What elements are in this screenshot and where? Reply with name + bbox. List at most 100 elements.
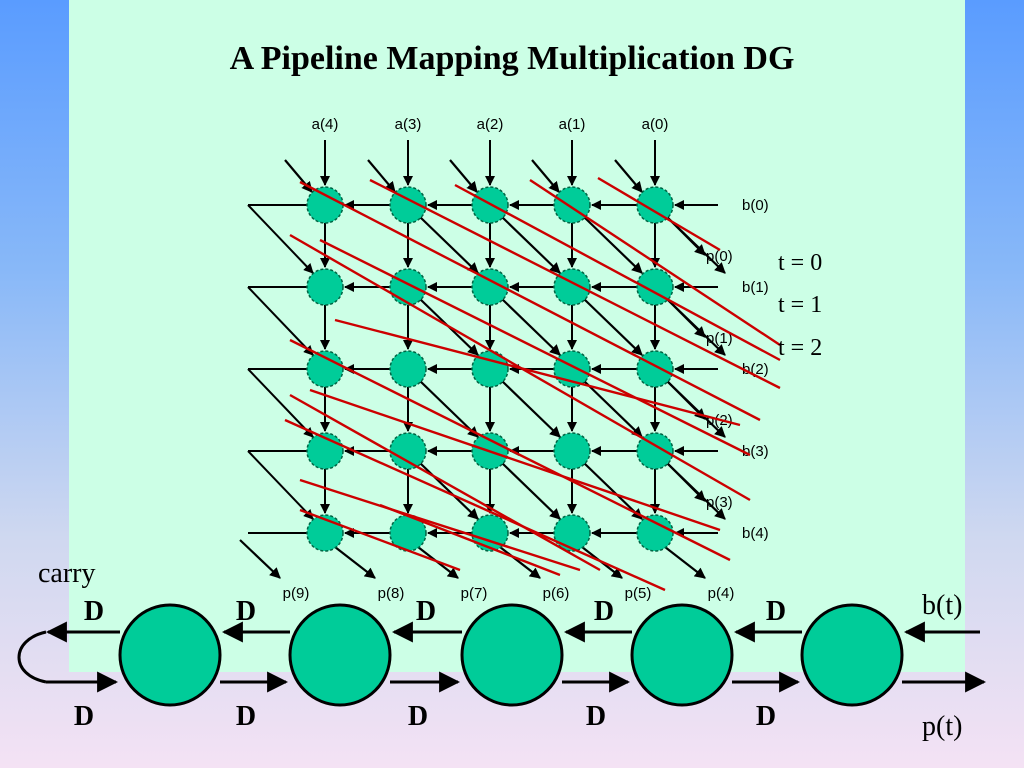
time-cut-line bbox=[369, 178, 781, 390]
dg-node bbox=[636, 432, 674, 470]
p-label: p(4) bbox=[708, 585, 735, 602]
delay-label-upper: D bbox=[594, 596, 614, 627]
delay-label-upper: D bbox=[236, 596, 256, 627]
carry-wrap-edge bbox=[247, 204, 314, 274]
delay-label-upper: D bbox=[84, 596, 104, 627]
p-output-arrow bbox=[666, 298, 706, 338]
diagonal-edge bbox=[501, 216, 561, 274]
pipeline-processor bbox=[288, 603, 392, 707]
dg-node bbox=[553, 432, 591, 470]
time-cut-line bbox=[454, 183, 781, 362]
a-label: a(4) bbox=[312, 116, 339, 133]
diagonal-edge bbox=[583, 380, 643, 438]
b-input-label: b(t) bbox=[922, 590, 962, 621]
p-label: p(1) bbox=[706, 330, 733, 347]
dg-node bbox=[389, 350, 427, 388]
delay-label-lower: D bbox=[236, 701, 256, 732]
dg-node bbox=[306, 268, 344, 306]
a-label: a(1) bbox=[559, 116, 586, 133]
time-label: t = 2 bbox=[778, 335, 822, 361]
b-label: b(0) bbox=[742, 197, 769, 214]
pipeline-processor bbox=[460, 603, 564, 707]
p-label: p(6) bbox=[543, 585, 570, 602]
dg-node bbox=[636, 186, 674, 224]
pipeline-processor bbox=[800, 603, 904, 707]
diagonal-edge bbox=[419, 216, 479, 274]
carry-label: carry bbox=[38, 558, 96, 589]
diagonal-edge bbox=[419, 380, 479, 438]
dg-node bbox=[471, 268, 509, 306]
carry-wrap-edge bbox=[247, 368, 314, 438]
pipeline-processor bbox=[630, 603, 734, 707]
p-output-arrow bbox=[334, 546, 376, 579]
p-output-arrow bbox=[239, 539, 281, 579]
diagonal-edge bbox=[583, 462, 643, 520]
dg-node bbox=[306, 350, 344, 388]
p-output-arrow bbox=[499, 546, 541, 579]
p-label: p(9) bbox=[283, 585, 310, 602]
time-cut-line bbox=[289, 393, 601, 572]
b-label: b(3) bbox=[742, 443, 769, 460]
delay-label-upper: D bbox=[766, 596, 786, 627]
diagonal-edge bbox=[583, 216, 643, 274]
time-cut-line bbox=[299, 478, 581, 572]
time-cut-line bbox=[334, 318, 741, 427]
dg-node bbox=[306, 186, 344, 224]
time-cut-line bbox=[529, 178, 781, 347]
p-output-arrow bbox=[666, 462, 706, 502]
delay-label-lower: D bbox=[74, 701, 94, 732]
time-cut-line bbox=[319, 238, 751, 457]
diagonal-edge bbox=[583, 298, 643, 356]
time-label: t = 0 bbox=[778, 250, 822, 276]
diagonal-input-arrow bbox=[449, 159, 478, 193]
diagonal-input-arrow bbox=[367, 159, 396, 193]
p-output-arrow bbox=[664, 546, 706, 579]
a-label: a(0) bbox=[642, 116, 669, 133]
carry-wrap-edge bbox=[247, 286, 314, 356]
diagonal-input-arrow bbox=[531, 159, 560, 193]
slide-title: A Pipeline Mapping Multiplication DG bbox=[229, 40, 795, 77]
diagonal-edge bbox=[501, 462, 561, 520]
carry-loop bbox=[17, 630, 47, 684]
dg-node bbox=[636, 268, 674, 306]
diagonal-input-arrow bbox=[614, 159, 643, 193]
dg-node bbox=[553, 186, 591, 224]
carry-wrap-edge bbox=[247, 450, 314, 520]
time-cut-line bbox=[299, 508, 461, 572]
dg-node bbox=[553, 514, 591, 552]
dg-node bbox=[471, 514, 509, 552]
p-label: p(0) bbox=[706, 248, 733, 265]
dg-node bbox=[389, 514, 427, 552]
time-cut-line bbox=[379, 503, 561, 577]
dg-node bbox=[553, 268, 591, 306]
b-label: b(4) bbox=[742, 525, 769, 542]
dg-node bbox=[389, 268, 427, 306]
pipeline-processor bbox=[118, 603, 222, 707]
delay-label-lower: D bbox=[586, 701, 606, 732]
time-cut-line bbox=[284, 418, 666, 592]
p-label: p(7) bbox=[461, 585, 488, 602]
dg-node bbox=[636, 350, 674, 388]
b-label: b(2) bbox=[742, 361, 769, 378]
b-label: b(1) bbox=[742, 279, 769, 296]
time-cut-lines: t = 0t = 1t = 2 bbox=[284, 176, 822, 592]
p-output-arrow bbox=[666, 380, 706, 420]
p-output-label: p(t) bbox=[922, 711, 962, 742]
a-label: a(2) bbox=[477, 116, 504, 133]
diagonal-edge bbox=[419, 462, 479, 520]
p-label: p(8) bbox=[378, 585, 405, 602]
a-label: a(3) bbox=[395, 116, 422, 133]
dg-node bbox=[471, 350, 509, 388]
delay-label-lower: D bbox=[756, 701, 776, 732]
time-cut-line bbox=[309, 388, 721, 532]
p-label: p(5) bbox=[625, 585, 652, 602]
time-cut-line bbox=[597, 176, 721, 252]
time-cut-line bbox=[289, 338, 731, 562]
diagonal-edge bbox=[501, 380, 561, 438]
delay-label-upper: D bbox=[416, 596, 436, 627]
diagonal-edge bbox=[501, 298, 561, 356]
time-cut-line bbox=[299, 180, 761, 422]
p-label: p(3) bbox=[706, 494, 733, 511]
